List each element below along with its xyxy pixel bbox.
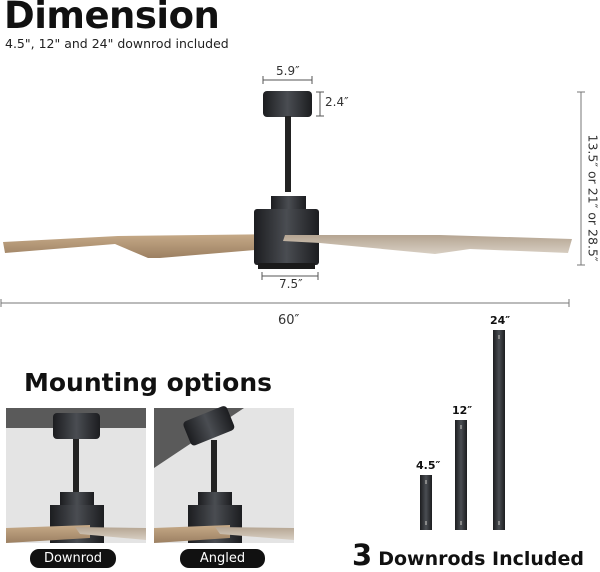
motor-ring [258, 263, 315, 269]
downrod-mount-photo [6, 408, 146, 543]
downrod-4-5 [420, 475, 432, 530]
downrod-12 [455, 420, 467, 530]
span-bracket [1, 299, 569, 307]
downrod [285, 116, 291, 192]
downrods-included-caption: 3 Downrods Included [352, 538, 584, 572]
downrod-option-label: Downrod [30, 549, 116, 568]
angled-mount-photo [154, 405, 294, 543]
downrod-24 [493, 330, 505, 530]
motor-width-label: 7.5″ [279, 277, 303, 291]
canopy-height-label: 2.4″ [325, 95, 349, 109]
mounting-title: Mounting options [24, 368, 272, 397]
right-blade [283, 235, 572, 254]
canopy-width-label: 5.9″ [276, 64, 300, 78]
motor-cap [271, 196, 306, 210]
downrod-12-label: 12″ [452, 404, 472, 417]
downrod-4-5-label: 4.5″ [416, 459, 440, 472]
downrod-24-label: 24″ [490, 314, 510, 327]
left-blade [3, 234, 290, 258]
downrod-count: 3 [352, 538, 372, 572]
canopy-height-bracket [316, 92, 324, 116]
downrods-caption-text: Downrods Included [378, 548, 584, 570]
height-bracket [577, 92, 585, 265]
angled-option-label: Angled [180, 549, 265, 568]
page-subtitle: 4.5", 12" and 24" downrod included [5, 36, 229, 51]
canopy [263, 91, 312, 117]
page-title: Dimension [4, 0, 219, 37]
overall-height-label: 13.5″ or 21″ or 28.5″ [586, 135, 600, 225]
blade-span-label: 60″ [278, 313, 299, 328]
